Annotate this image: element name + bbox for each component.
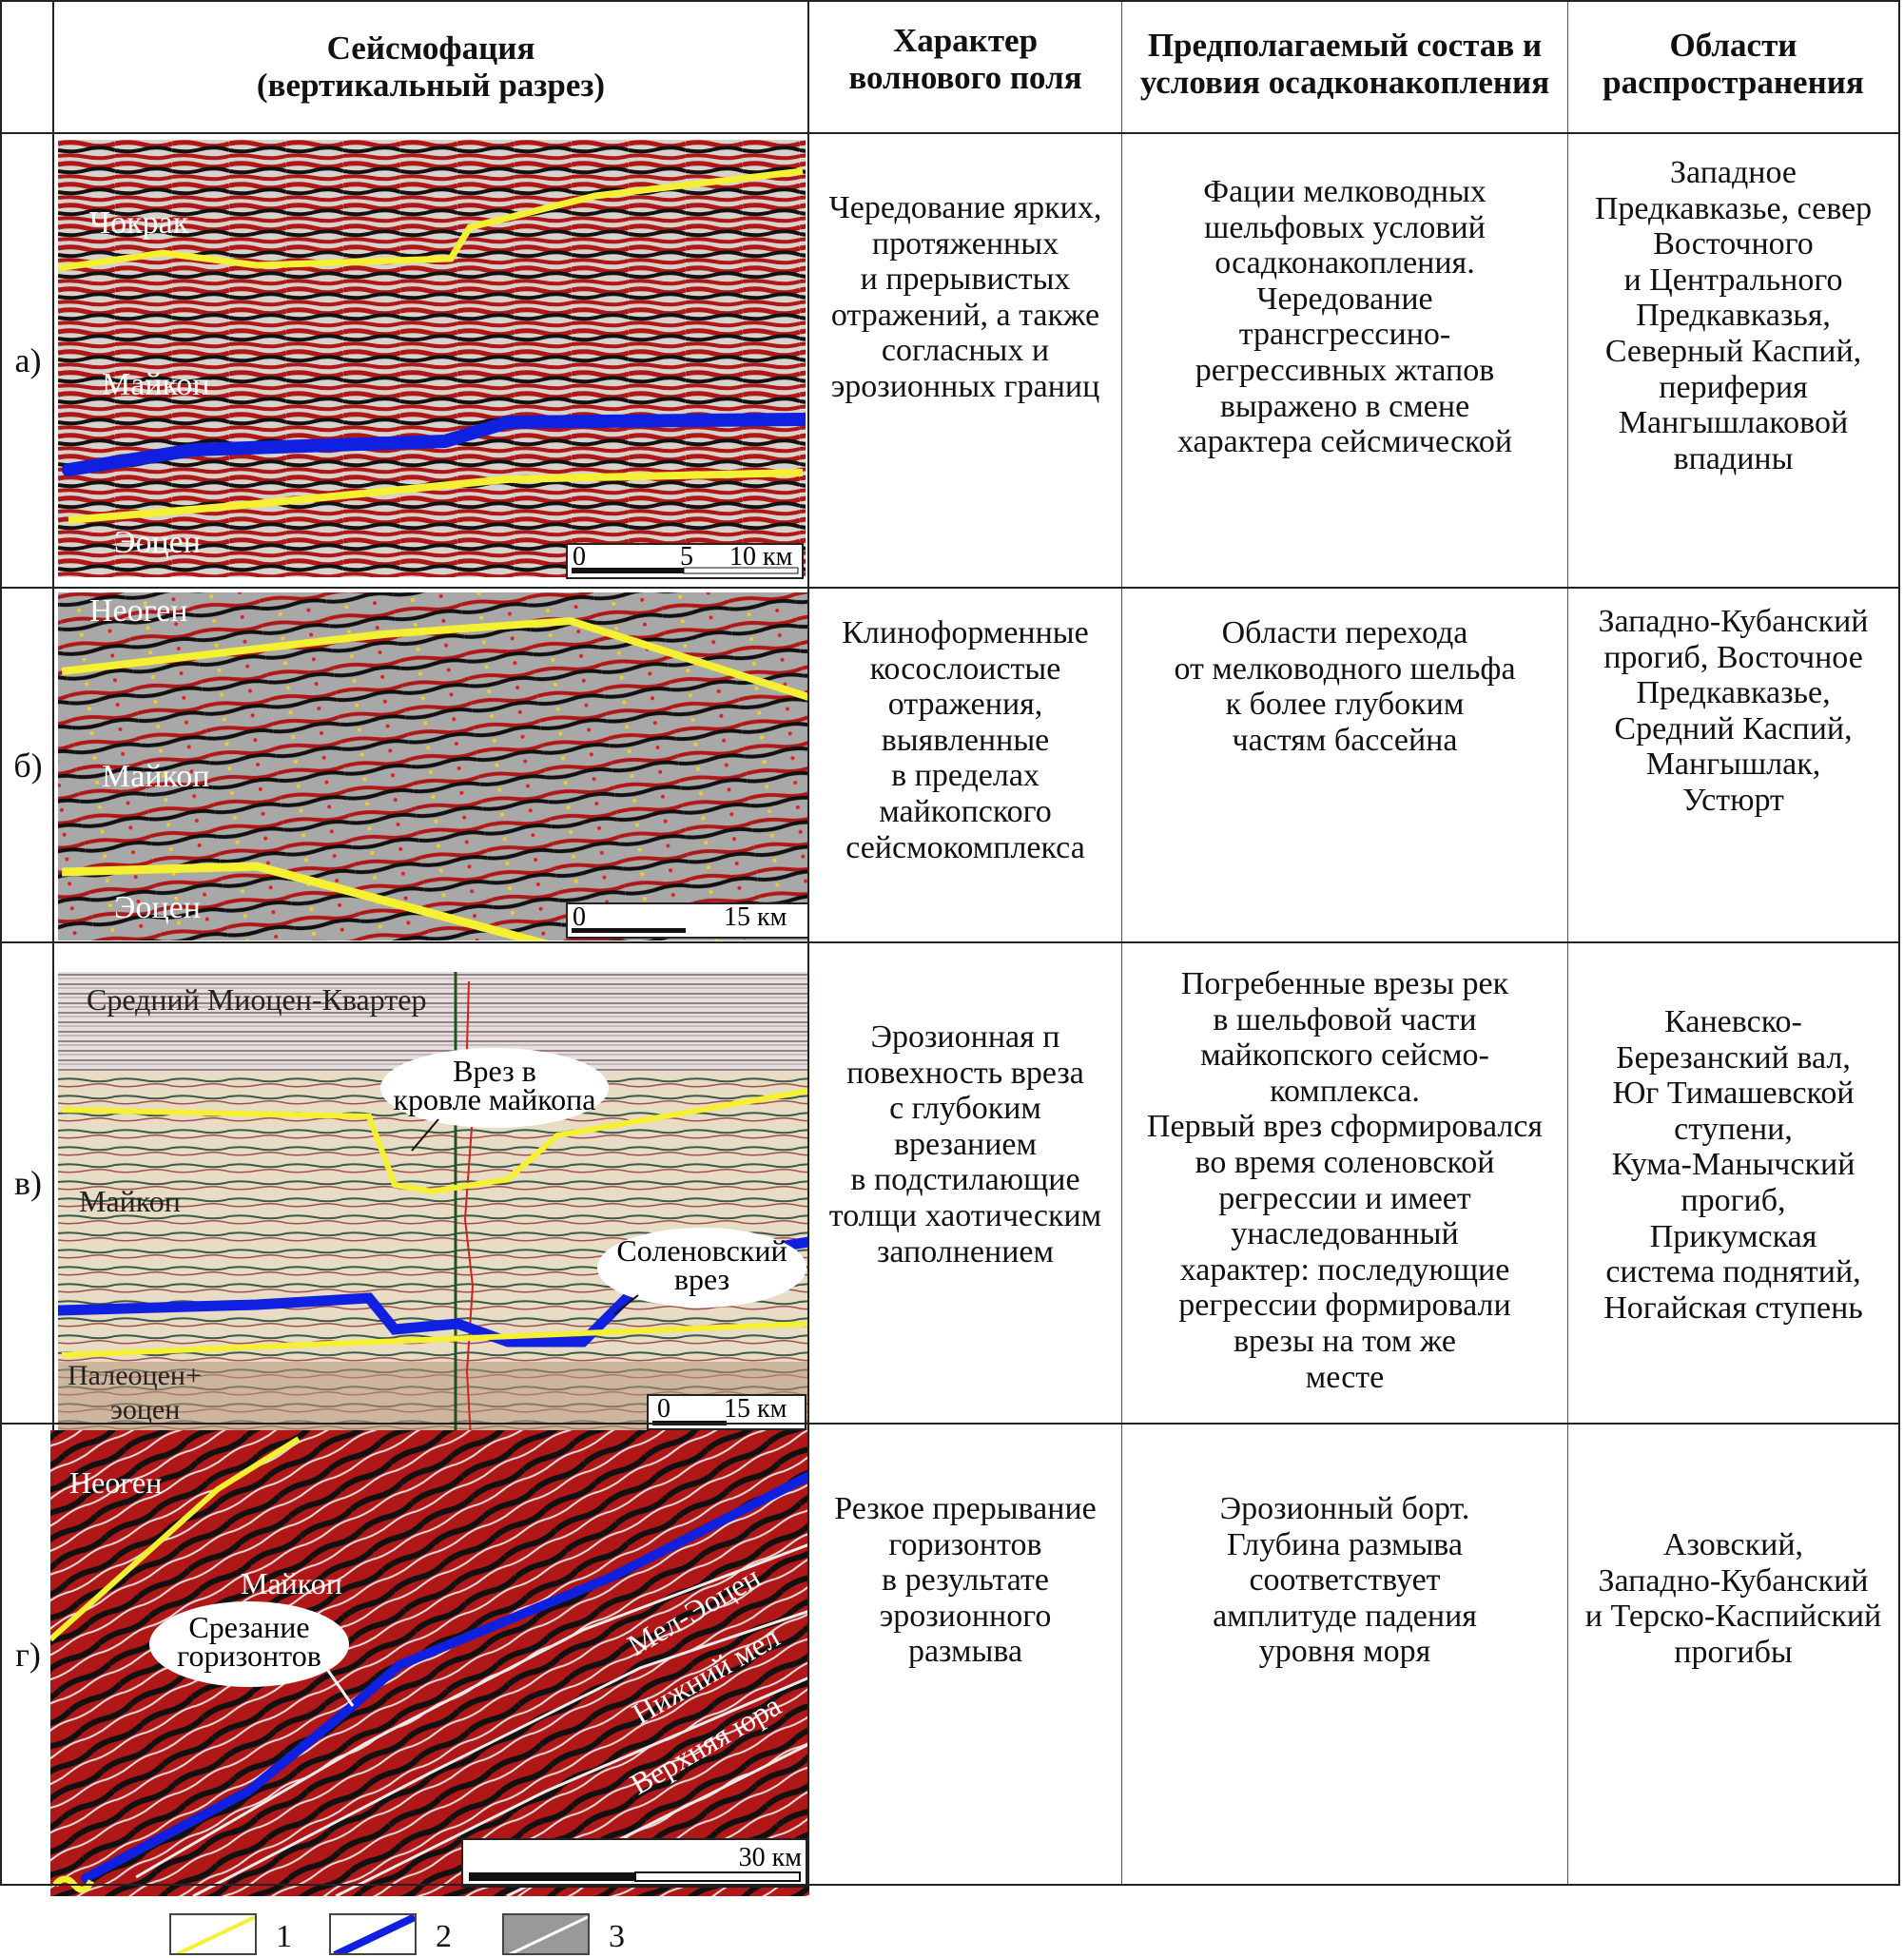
table-row-g: г) Неоген Майкоп Мел-Эоцен Нижний мел Ве… xyxy=(0,1423,1900,1896)
horizon-yellow-top xyxy=(58,167,804,272)
svg-text:Срезание: Срезание xyxy=(188,1610,309,1644)
well-log-curve xyxy=(463,980,475,1438)
legend-label: 3 xyxy=(609,1919,625,1954)
row-label-cell: г) xyxy=(0,1425,52,1886)
composition-text: Фации мелководных шельфовых условий осад… xyxy=(1121,134,1567,589)
horizon-yellow-bottom xyxy=(61,1321,809,1358)
wavefield-text: Эрозионная п повехность вреза с глубоким… xyxy=(807,943,1121,1425)
svg-text:10 км: 10 км xyxy=(729,542,793,572)
label-paleocene: Палеоцен+ xyxy=(68,1360,202,1391)
legend-swatch-yellow-horizon xyxy=(169,1913,257,1955)
horizon-yellow xyxy=(50,1436,301,1642)
legend-label: 2 xyxy=(436,1919,452,1954)
row-label-cell: а) xyxy=(0,134,52,589)
svg-text:врез: врез xyxy=(674,1262,729,1296)
label-maikop: Майкоп xyxy=(241,1566,342,1600)
horizon-blue xyxy=(81,1472,809,1883)
callout-solenovsky-incision: Соленовский врез xyxy=(597,1228,806,1315)
horizon-yellow-bottom xyxy=(61,862,550,940)
svg-text:15 км: 15 км xyxy=(724,902,787,932)
label-eocene: Эоцен xyxy=(114,890,201,925)
areas-text: Азовский, Западно-Кубанский и Терско-Кас… xyxy=(1567,1425,1900,1886)
composition-text: Области перехода от мелководного шельфа … xyxy=(1121,589,1567,943)
label-eocene: эоцен xyxy=(110,1394,180,1425)
svg-text:горизонтов: горизонтов xyxy=(177,1638,321,1673)
scale-bar: 30 км xyxy=(461,1838,807,1888)
seismic-section-cell: Неоген Майкоп Мел-Эоцен Нижний мел Верхн… xyxy=(50,1425,809,1896)
legend-swatch-blue-horizon xyxy=(329,1913,417,1955)
svg-text:0: 0 xyxy=(573,902,586,932)
seismic-section-v: Средний Миоцен-Квартер Майкоп Палеоцен+ … xyxy=(58,972,809,1438)
horizon-yellow-top xyxy=(61,616,809,701)
scale-bar: 0 15 км xyxy=(566,902,809,939)
row-label: г) xyxy=(15,1635,41,1674)
label-eocene: Эоцен xyxy=(114,525,201,560)
row-label: б) xyxy=(13,746,43,785)
composition-text: Погребенные врезы рек в шельфовой части … xyxy=(1121,943,1567,1425)
horizon-blue xyxy=(62,413,806,476)
header-index-cell xyxy=(0,2,52,134)
areas-text: Западное Предкавказье, север Восточного … xyxy=(1567,134,1900,589)
seismic-section-g: Неоген Майкоп Мел-Эоцен Нижний мел Верхн… xyxy=(50,1430,809,1896)
row-label: в) xyxy=(14,1164,42,1203)
wavefield-text: Чередование ярких, протяженных и прерыви… xyxy=(807,134,1121,589)
horizon-yellow-top xyxy=(61,1088,809,1195)
svg-text:5: 5 xyxy=(680,542,693,572)
table-row-b: б) Неоген Майкоп Эоцен 0 15 км Клиноформ… xyxy=(0,587,1900,943)
seismic-section-b: Неоген Майкоп Эоцен 0 15 км xyxy=(58,592,809,940)
table-row-v: в) Средний Миоцен-Квартер Майкоп Палеоце… xyxy=(0,941,1900,1438)
areas-text: Каневско- Березанский вал, Юг Тимашевско… xyxy=(1567,943,1900,1425)
callout-incision-maikop-top: Врез в кровле майкопа xyxy=(380,1048,609,1152)
seismic-section-cell: Средний Миоцен-Квартер Майкоп Палеоцен+ … xyxy=(52,943,809,1438)
horizons-white xyxy=(135,1542,809,1896)
table-header: Сейсмофация (вертикальный разрез) Характ… xyxy=(0,0,1900,134)
row-label-cell: б) xyxy=(0,589,52,943)
legend-label: 1 xyxy=(276,1919,292,1954)
label-mid-miocene-quaternary: Средний Миоцен-Квартер xyxy=(87,982,426,1017)
header-areas: Области распространения xyxy=(1567,2,1900,134)
svg-text:15 км: 15 км xyxy=(724,1394,787,1424)
label-maikop: Майкоп xyxy=(102,759,210,794)
areas-text: Западно-Кубанский прогиб, Восточное Пред… xyxy=(1567,589,1900,943)
svg-text:0: 0 xyxy=(657,1394,670,1424)
header-seismofacies: Сейсмофация (вертикальный разрез) xyxy=(52,2,807,134)
seismic-section-cell: Неоген Майкоп Эоцен 0 15 км xyxy=(52,589,809,943)
callout-horizon-truncation: Срезание горизонтов xyxy=(149,1601,355,1707)
legend-swatch-white-horizon xyxy=(502,1913,590,1955)
scale-bar: 0 5 10 км xyxy=(566,542,804,579)
svg-text:30 км: 30 км xyxy=(739,1843,803,1872)
seismic-section-cell: Чокрак Майкоп Эоцен 0 5 10 км xyxy=(52,134,807,589)
table-row-a: а) Чокрак Майкоп Эоцен 0 5 10 км Чередов… xyxy=(0,132,1900,589)
row-label: а) xyxy=(14,341,42,380)
seismic-texture xyxy=(58,592,809,940)
header-wavefield: Характер волнового поля xyxy=(807,2,1121,134)
svg-text:кровле майкопа: кровле майкопа xyxy=(393,1082,595,1116)
label-maikop: Майкоп xyxy=(79,1184,181,1218)
label-neogene: Неоген xyxy=(89,593,187,629)
svg-text:Соленовский: Соленовский xyxy=(616,1233,787,1268)
svg-text:Врез в: Врез в xyxy=(453,1054,536,1088)
composition-text: Эрозионный борт. Глубина размыва соответ… xyxy=(1121,1425,1567,1886)
wavefield-text: Резкое прерывание горизонтов в результат… xyxy=(807,1425,1121,1886)
horizon-yellow-bottom xyxy=(68,469,804,524)
wavefield-text: Клиноформенные косослоистые отражения, в… xyxy=(807,589,1121,943)
label-maikop: Майкоп xyxy=(102,367,210,402)
row-label-cell: в) xyxy=(0,943,52,1425)
seismic-texture xyxy=(58,140,806,577)
table-bottom-border xyxy=(0,1884,1900,1886)
label-neogene: Неоген xyxy=(69,1465,162,1500)
header-composition: Предполагаемый состав и условия осадкона… xyxy=(1121,2,1567,134)
seismic-section-a: Чокрак Майкоп Эоцен 0 5 10 км xyxy=(58,140,806,579)
label-chokrak: Чокрак xyxy=(89,205,189,241)
svg-text:0: 0 xyxy=(573,542,586,572)
